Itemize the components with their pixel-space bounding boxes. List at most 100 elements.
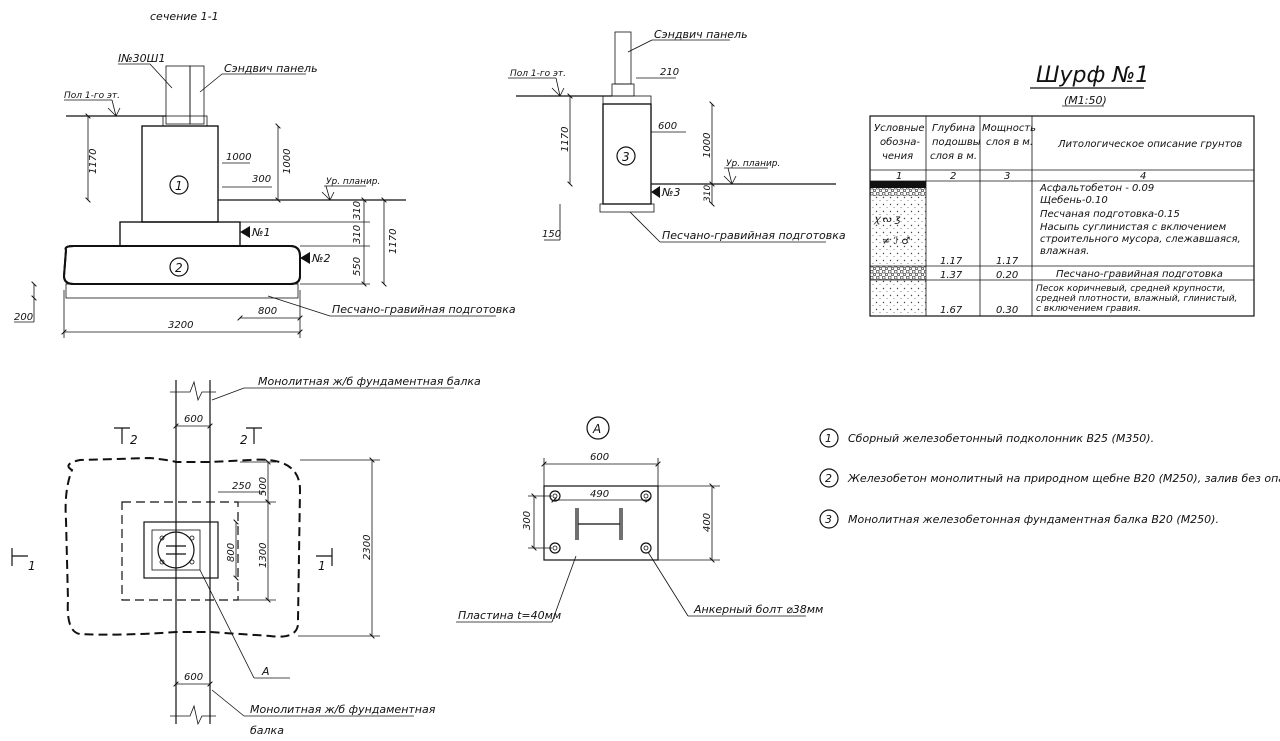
layer-1-thickness: 1.17 [996, 256, 1019, 267]
svg-text:2: 2 [175, 261, 183, 275]
layer-3-line-3: с включением гравия. [1036, 304, 1141, 314]
dim-310b: 310 [352, 225, 363, 244]
dim-1000-top: 1000 [226, 152, 251, 163]
bolt-label: Анкерный болт ⌀38мм [693, 603, 823, 616]
dim-300: 300 [252, 174, 271, 185]
section-1-1: сечение 1-1 Пол 1-го эт. I№30Ш1 Сэндвич … [14, 10, 516, 338]
dim-600-plan-top: 600 [184, 414, 203, 425]
dim-1170-right: 1170 [388, 229, 399, 254]
marker-3 [616, 146, 636, 166]
node-2-arrow [300, 252, 310, 264]
plan-beam-label-bottom-2: балка [250, 724, 284, 737]
layer-3-thickness: 0.30 [996, 305, 1018, 316]
dim-1170-mid: 1170 [560, 127, 571, 152]
legend: 1 Сборный железобетонный подколонник В25… [819, 428, 1280, 529]
sand-symbol [870, 280, 926, 316]
layer-3-line-2: средней плотности, влажный, глинистый, [1036, 294, 1237, 304]
svg-text:3: 3 [825, 513, 832, 526]
legend-text-1: Сборный железобетонный подколонник В25 (… [848, 432, 1154, 445]
pit-scale: (М1:50) [1064, 94, 1107, 107]
pit-colnum-2: 2 [950, 171, 956, 182]
svg-text:1: 1 [318, 559, 326, 573]
dim-800: 800 [258, 306, 277, 317]
dim-550: 550 [352, 257, 363, 276]
pit-colnum-1: 1 [896, 171, 902, 182]
cut-1-right [316, 548, 333, 566]
grade-label: Ур. планир. [326, 177, 380, 187]
dim-310-mid: 310 [703, 185, 713, 202]
node-2-label: №2 [311, 252, 330, 265]
sand-label-2: Песчано-гравийная подготовка [662, 229, 846, 242]
marker-2 [169, 257, 189, 277]
detail-a-marker [586, 416, 610, 440]
base-plate [162, 115, 208, 127]
detail-a: А 600 490 300 400 Пластина t=40мм Анкерн… [456, 416, 823, 623]
dim-1000-mid: 1000 [702, 133, 713, 158]
step-outline [121, 501, 239, 601]
asphalt-symbol [870, 181, 926, 188]
svg-text:1: 1 [175, 179, 183, 193]
dim-800-plan: 800 [226, 543, 237, 562]
fill-soil-symbol [870, 196, 926, 266]
dim-1170-left: 1170 [88, 149, 99, 174]
section-beam: Сэндвич панель Пол 1-го эт. 210 3 600 11… [508, 28, 846, 243]
legend-text-3: Монолитная железобетонная фундаментная б… [848, 513, 1219, 526]
legend-item-1: 1 Сборный железобетонный подколонник В25… [819, 428, 1154, 448]
sand-gravel-bed [65, 283, 299, 299]
svg-text:2: 2 [130, 433, 138, 447]
svg-text:А: А [592, 422, 601, 436]
plate-label: Пластина t=40мм [458, 609, 561, 622]
steel-beam-column [165, 65, 191, 125]
marker-1 [169, 175, 189, 195]
panel-label-2: Сэндвич панель [654, 28, 748, 41]
pedestal-plan [143, 521, 219, 579]
svg-text:≠ ℐ ♂: ≠ ℐ ♂ [882, 236, 910, 247]
pit-title: Шурф №1 [1036, 63, 1149, 88]
layer-1-line-3: Песчаная подготовка-0.15 [1040, 209, 1180, 220]
floor-label: Пол 1-го эт. [64, 91, 120, 101]
plan-beam-label-top: Монолитная ж/б фундаментная балка [258, 375, 481, 388]
node-1-label: №1 [251, 226, 270, 239]
dim-500: 500 [258, 477, 269, 496]
dim-1000-right: 1000 [282, 149, 293, 174]
sandwich-panel-2 [614, 31, 632, 85]
gravel-symbol [870, 188, 926, 196]
svg-text:2: 2 [240, 433, 248, 447]
cut-2-right [246, 427, 262, 444]
dim-600-mid: 600 [658, 121, 677, 132]
pedestal-1 [141, 125, 219, 223]
anchor-plate [543, 485, 659, 561]
dim-600-plan-bottom: 600 [184, 672, 203, 683]
dim-210: 210 [660, 67, 679, 78]
pit-header-4: Литологическое описание грунтов [1057, 139, 1242, 150]
pit-colnum-4: 4 [1140, 171, 1146, 182]
dim-300-detail: 300 [522, 511, 533, 530]
node-1-arrow [240, 226, 250, 238]
layer-2-line-1: Песчано-гравийная подготовка [1056, 269, 1223, 280]
floor-label-2: Пол 1-го эт. [510, 69, 566, 79]
grade-label-2: Ур. планир. [726, 159, 780, 169]
cut-1-left [11, 548, 28, 566]
sand-gravel-symbol [870, 266, 926, 280]
layer-3-depth: 1.67 [940, 305, 963, 316]
svg-text:3: 3 [622, 150, 630, 164]
legend-item-2: 2 Железобетон монолитный на природном ще… [819, 468, 1280, 488]
dim-250: 250 [232, 481, 251, 492]
layer-1-line-5: строительного мусора, слежавшаяся, [1040, 234, 1241, 245]
svg-text:2: 2 [825, 472, 832, 485]
layer-3-line-1: Песок коричневый, средней крупности, [1036, 284, 1225, 294]
beam-label: I№30Ш1 [118, 52, 165, 65]
sandwich-panel [189, 65, 205, 125]
svg-text:1: 1 [28, 559, 36, 573]
layer-1-line-4: Насыпь суглинистая с включением [1040, 222, 1227, 233]
svg-text:1: 1 [825, 432, 832, 445]
node-3-arrow [651, 186, 660, 198]
layer-2-depth: 1.37 [940, 270, 963, 281]
section-1-title: сечение 1-1 [150, 10, 219, 23]
legend-item-3: 3 Монолитная железобетонная фундаментная… [819, 509, 1219, 529]
svg-text:ꭓ ᔓ ʒ: ꭓ ᔓ ʒ [873, 214, 901, 225]
